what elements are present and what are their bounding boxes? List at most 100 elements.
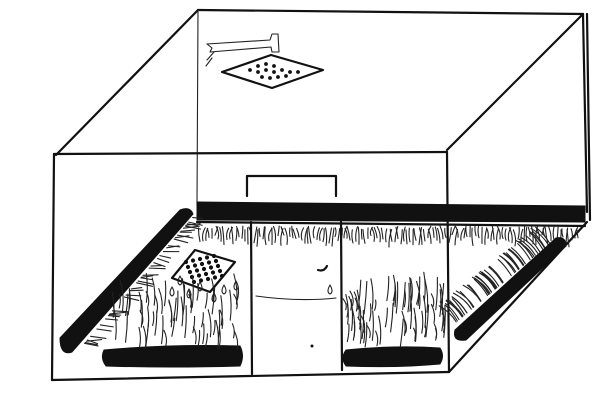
drain-hole (193, 264, 196, 267)
grass-stroke (192, 275, 193, 307)
grass-stroke (464, 228, 465, 237)
grass-stroke (401, 230, 402, 244)
grass-stroke (428, 229, 431, 243)
grass-stroke (205, 293, 207, 308)
drain-hole (214, 259, 217, 262)
grass-stroke (370, 304, 371, 321)
right-top-diagonal (447, 14, 583, 150)
grass-stroke (472, 228, 473, 245)
bottom-right-block (343, 347, 443, 367)
drain-hole (188, 270, 191, 273)
grass-stroke (377, 227, 380, 242)
grass-stroke (562, 229, 563, 237)
grass-stroke (356, 227, 358, 242)
grass-stroke (478, 226, 479, 237)
grass-stroke (126, 312, 128, 342)
grass-stroke (97, 329, 111, 331)
grass-stroke (365, 323, 367, 347)
grass-stroke (461, 229, 464, 241)
drain-hole (200, 262, 203, 265)
grass-stroke (391, 303, 394, 332)
drain-hole (186, 265, 189, 268)
grass-stroke (108, 316, 119, 317)
grass-stroke (181, 297, 183, 326)
grass-stroke (466, 226, 467, 236)
grass-stroke (143, 326, 146, 348)
grass-stroke (301, 228, 303, 240)
grass-stroke (423, 296, 425, 327)
grass-stroke (157, 259, 168, 263)
grass-stroke (257, 230, 258, 247)
grass-stroke (213, 320, 215, 334)
drain-hole (216, 264, 219, 267)
grass-stroke (408, 283, 409, 312)
front-top-edge (54, 152, 447, 154)
grass-stroke (159, 289, 163, 314)
grass-stroke (328, 285, 332, 294)
grass-stroke (162, 316, 163, 344)
grass-stroke (155, 311, 157, 335)
grass-stroke (193, 218, 203, 219)
grass-stroke (436, 277, 438, 309)
grass-stroke (208, 310, 211, 337)
grass-stroke (131, 288, 141, 289)
grass-stroke (198, 228, 200, 242)
grass-stroke (139, 327, 140, 347)
grass-stroke (91, 336, 106, 338)
grass-stroke (475, 226, 476, 235)
grass-stroke (259, 228, 260, 236)
grass-stroke (487, 228, 489, 239)
grass-stroke (265, 227, 266, 245)
grass-stroke (376, 331, 378, 346)
grass-stroke (422, 311, 423, 333)
grass-stroke (338, 229, 340, 241)
grass-stroke (423, 230, 425, 241)
grass-stroke (449, 228, 451, 243)
grass-stroke (553, 227, 554, 240)
grass-stroke (170, 287, 174, 296)
grass-stroke (139, 292, 141, 312)
grass-stroke (297, 228, 299, 237)
grass-stroke (285, 228, 288, 244)
grass-stroke (524, 227, 525, 243)
grass-stroke (227, 228, 229, 239)
grass-stroke (372, 228, 375, 242)
grass-stroke (198, 330, 200, 346)
grass-stroke (146, 273, 147, 302)
drain-hole (213, 276, 216, 279)
drain-hole (218, 269, 221, 272)
grass-stroke (492, 226, 494, 239)
drain-hole (184, 260, 187, 263)
grass-stroke (181, 230, 195, 231)
grass-stroke (410, 296, 411, 328)
grass-stroke (406, 230, 407, 244)
grass-stroke (513, 230, 515, 246)
grass-stroke (371, 279, 373, 309)
grass-stroke (498, 260, 511, 276)
left-top-diagonal (56, 10, 198, 155)
grass-stroke (345, 229, 347, 239)
grass-stroke (521, 229, 523, 241)
grass-stroke (232, 324, 234, 338)
drain-hole (205, 256, 208, 259)
grass-stroke (202, 228, 205, 241)
grass-stroke (364, 281, 367, 313)
drain-hole (212, 254, 215, 257)
grass-stroke (497, 229, 499, 244)
drain-hole (209, 266, 212, 269)
grass-stroke (207, 229, 209, 238)
front-right-vertical (447, 152, 449, 372)
drain-hole (206, 277, 209, 280)
drain-hole (207, 261, 210, 264)
grass-stroke (375, 300, 376, 310)
bottom-left-block (102, 346, 242, 368)
grass-stroke (438, 228, 440, 243)
grass-stroke (349, 296, 352, 310)
grass-stroke (518, 227, 519, 239)
shower-head-icon (206, 34, 323, 88)
drain-hole (195, 269, 198, 272)
grass-stroke (347, 324, 349, 341)
grass-stroke (176, 291, 178, 321)
grass-stroke (362, 310, 363, 338)
grass-stroke (440, 290, 441, 317)
